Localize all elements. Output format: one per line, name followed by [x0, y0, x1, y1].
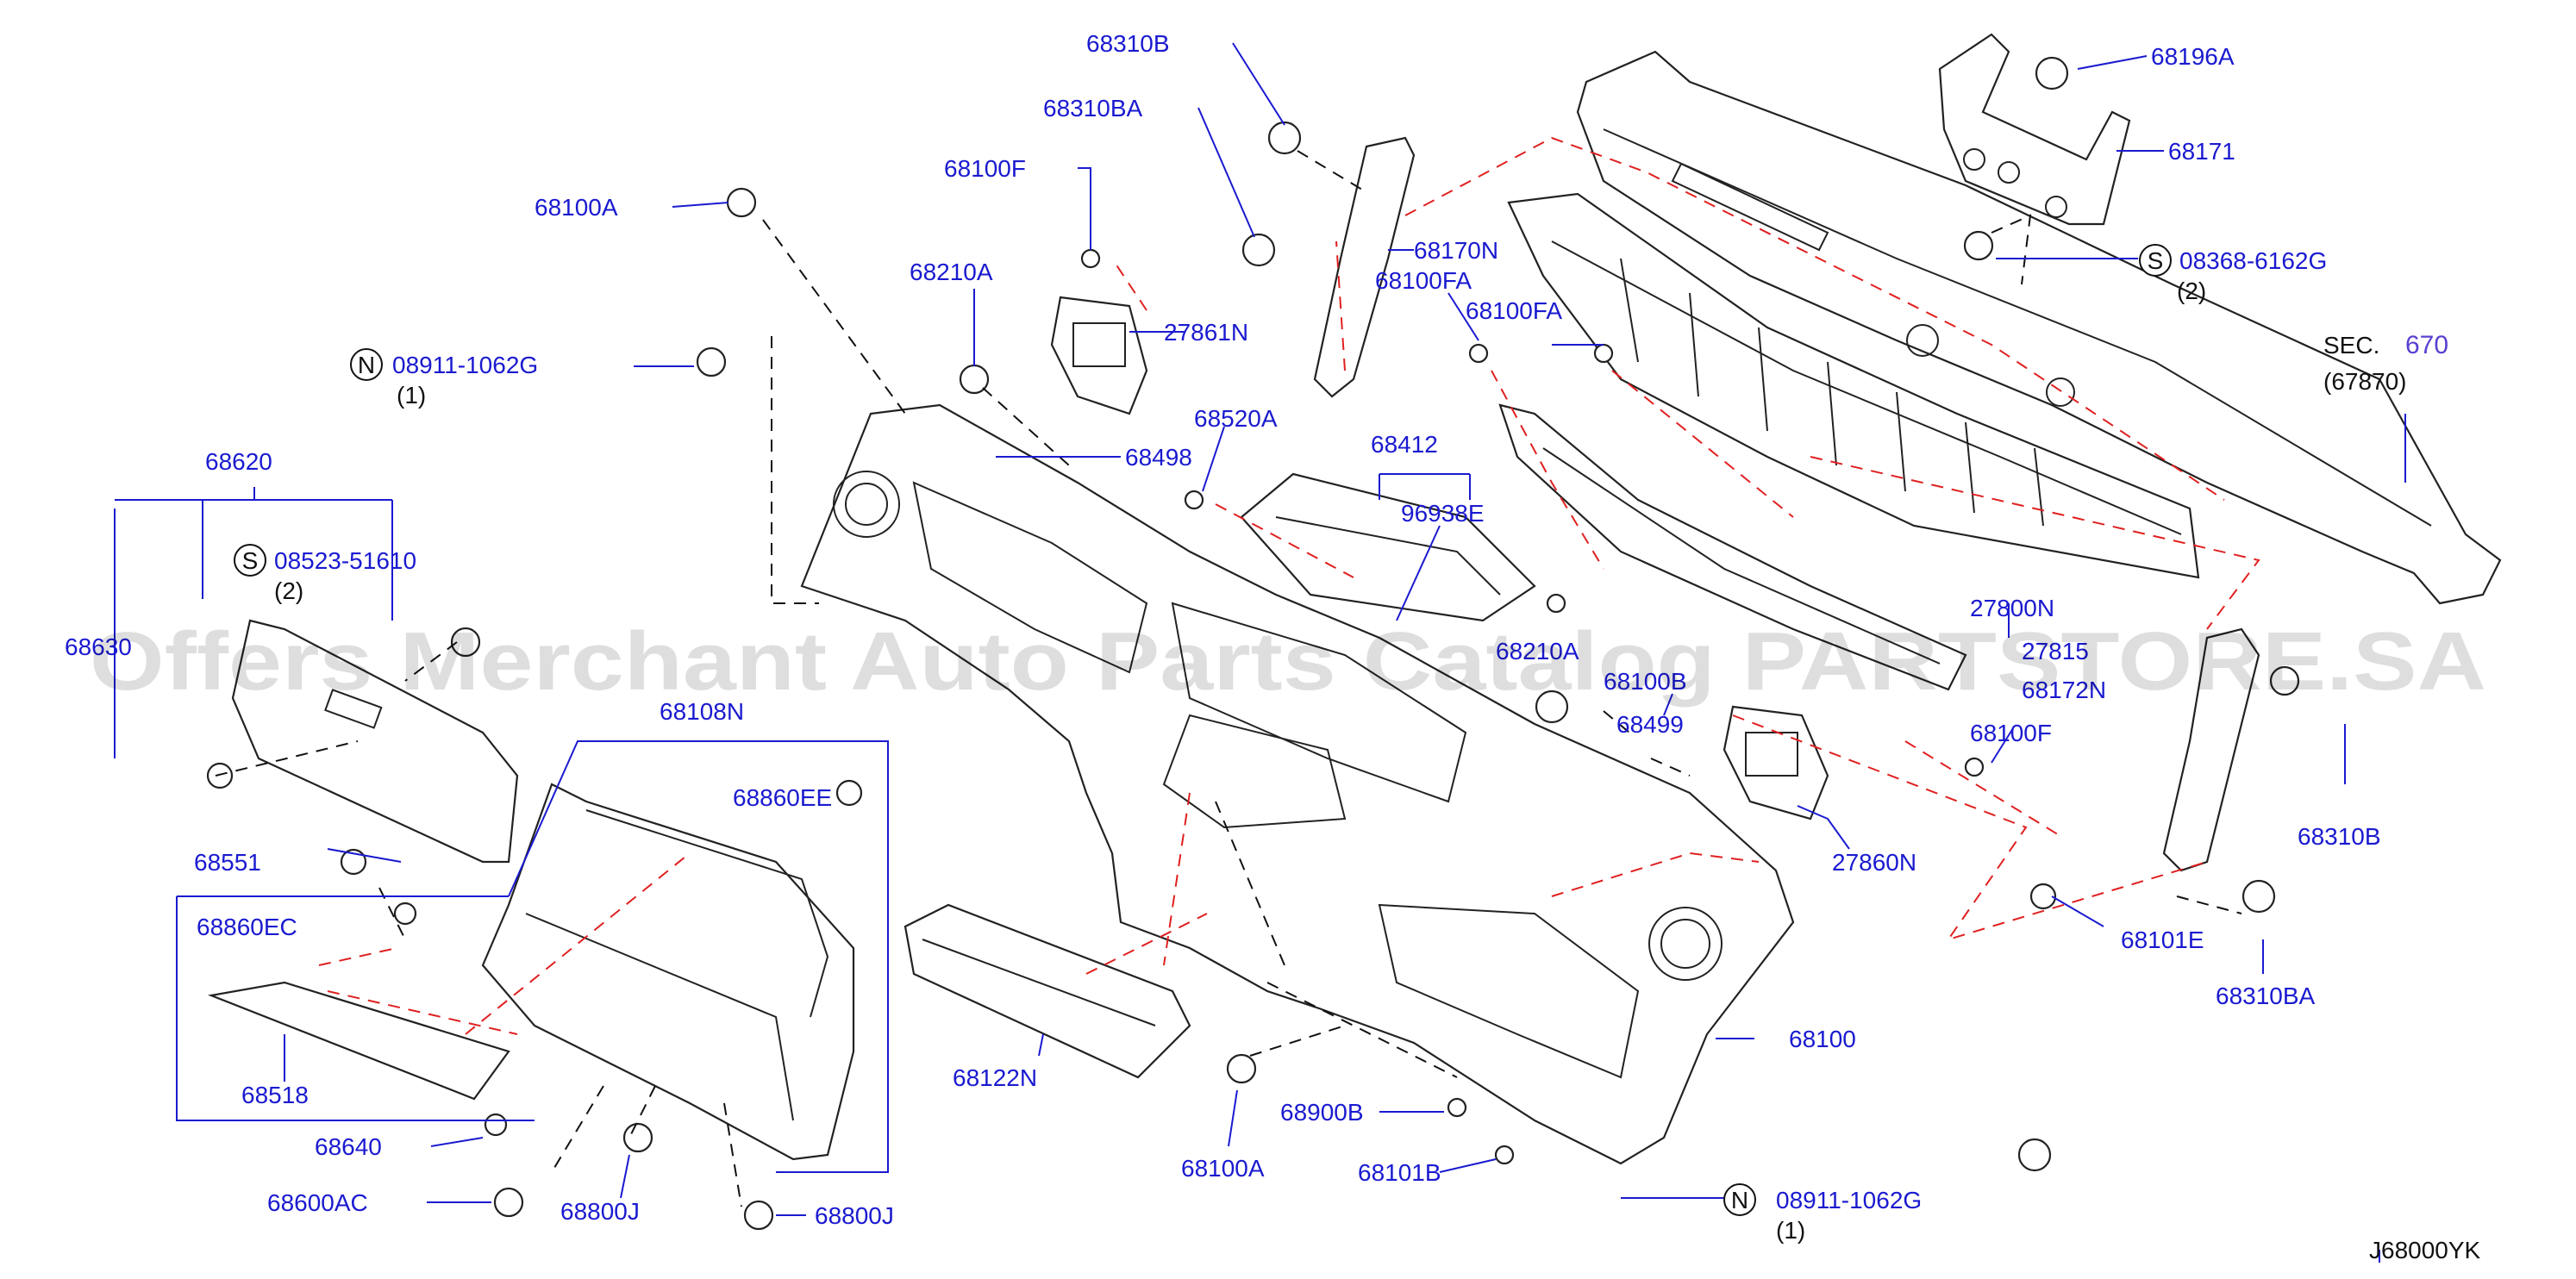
- label-68310B-top[interactable]: 68310B: [1086, 30, 1170, 57]
- label-68100F-top[interactable]: 68100F: [944, 155, 1026, 182]
- label-68101E[interactable]: 68101E: [2121, 926, 2204, 953]
- duct-27815[interactable]: [1498, 403, 1967, 691]
- glovebox-outer-68620[interactable]: [231, 619, 519, 864]
- glovebox-68108N[interactable]: [481, 783, 855, 1161]
- label-68630[interactable]: 68630: [65, 633, 132, 660]
- label-68101B[interactable]: 68101B: [1358, 1159, 1441, 1186]
- bracket-68122N[interactable]: [903, 903, 1191, 1079]
- qty-08911-bottom: (1): [1776, 1217, 1805, 1244]
- label-96938E[interactable]: 96938E: [1401, 500, 1485, 527]
- label-68210A-mid[interactable]: 68210A: [1496, 638, 1579, 664]
- label-68310B-right[interactable]: 68310B: [2298, 823, 2381, 850]
- label-68412[interactable]: 68412: [1371, 431, 1438, 458]
- bracket-68171[interactable]: [1938, 33, 2131, 226]
- label-68100F-mid[interactable]: 68100F: [1970, 720, 2052, 746]
- stay-68170N[interactable]: [1313, 136, 1416, 398]
- label-68171[interactable]: 68171: [2168, 138, 2235, 165]
- label-27860N[interactable]: 27860N: [1832, 849, 1916, 876]
- label-68100A-top[interactable]: 68100A: [535, 194, 618, 221]
- label-68520A[interactable]: 68520A: [1194, 405, 1278, 432]
- steering-member[interactable]: [1576, 50, 2502, 605]
- qty-08523: (2): [274, 577, 303, 604]
- leader-lines: [284, 42, 2406, 1263]
- sec-sub: (67870): [2323, 368, 2407, 395]
- label-27861N[interactable]: 27861N: [1164, 319, 1248, 346]
- cluster-lid-68412[interactable]: [1240, 472, 1536, 622]
- label-68800J-b[interactable]: 68800J: [815, 1202, 894, 1229]
- label-68498[interactable]: 68498: [1125, 444, 1192, 471]
- svg-text:N: N: [1731, 1187, 1748, 1213]
- label-08911-1062G-bottom[interactable]: 08911-1062G: [1776, 1187, 1922, 1213]
- label-68518[interactable]: 68518: [241, 1082, 309, 1108]
- label-27800N[interactable]: 27800N: [1970, 595, 2054, 621]
- screw-symbol-left: S: [234, 544, 266, 577]
- vent-27861N[interactable]: [1050, 296, 1148, 415]
- label-68640[interactable]: 68640: [315, 1133, 382, 1160]
- svg-text:S: S: [2148, 247, 2164, 274]
- label-68620[interactable]: 68620: [205, 448, 272, 475]
- label-68499[interactable]: 68499: [1616, 711, 1684, 738]
- instrument-panel-68100[interactable]: [800, 403, 1795, 1165]
- label-68860EE[interactable]: 68860EE: [733, 784, 832, 811]
- sec-670-link[interactable]: 670: [2405, 331, 2448, 359]
- label-68600AC[interactable]: 68600AC: [267, 1189, 368, 1216]
- label-68196A[interactable]: 68196A: [2151, 43, 2235, 70]
- svg-text:N: N: [358, 352, 375, 378]
- label-68210A[interactable]: 68210A: [910, 259, 993, 285]
- label-68108N[interactable]: 68108N: [660, 698, 744, 725]
- label-68310BA-top[interactable]: 68310BA: [1043, 95, 1143, 122]
- label-68551[interactable]: 68551: [194, 849, 261, 876]
- qty-08368: (2): [2177, 278, 2206, 304]
- label-68100FA-a[interactable]: 68100FA: [1375, 267, 1472, 294]
- svg-text:S: S: [242, 547, 259, 574]
- label-68172N[interactable]: 68172N: [2022, 677, 2106, 703]
- sec-prefix: SEC.: [2323, 332, 2379, 359]
- label-68100FA-b[interactable]: 68100FA: [1466, 297, 1562, 324]
- label-68100A-bottom[interactable]: 68100A: [1181, 1155, 1265, 1182]
- label-68800J-a[interactable]: 68800J: [560, 1198, 640, 1225]
- label-08523-51610[interactable]: 08523-51610: [274, 547, 416, 574]
- panel-68518[interactable]: [207, 981, 510, 1101]
- fasteners: [206, 56, 2300, 1231]
- label-08911-1062G-top[interactable]: 08911-1062G: [392, 352, 538, 378]
- vent-27860N[interactable]: [1723, 705, 1829, 820]
- screw-symbol-right: S: [2139, 244, 2172, 277]
- label-68122N[interactable]: 68122N: [953, 1064, 1037, 1091]
- watermark: Offers Merchant Auto Parts Catalog PARTS…: [90, 615, 2486, 708]
- label-68860EC[interactable]: 68860EC: [197, 914, 297, 940]
- label-68170N[interactable]: 68170N: [1414, 237, 1498, 264]
- label-08368-6162G[interactable]: 08368-6162G: [2179, 247, 2327, 274]
- label-68900B[interactable]: 68900B: [1280, 1099, 1364, 1126]
- nut-symbol-bottom: N: [1723, 1183, 1756, 1216]
- stay-68172N[interactable]: [2162, 627, 2260, 872]
- qty-08911-top: (1): [397, 382, 426, 409]
- label-68100[interactable]: 68100: [1789, 1026, 1856, 1052]
- nut-symbol-top: N: [350, 348, 383, 381]
- assembly-lines: [215, 136, 2260, 1207]
- label-68100B[interactable]: 68100B: [1604, 668, 1687, 695]
- label-68310BA-right[interactable]: 68310BA: [2216, 983, 2316, 1009]
- drawing-code: J68000YK: [2369, 1237, 2481, 1263]
- label-27815[interactable]: 27815: [2022, 638, 2089, 664]
- group-brackets: [114, 473, 1471, 1173]
